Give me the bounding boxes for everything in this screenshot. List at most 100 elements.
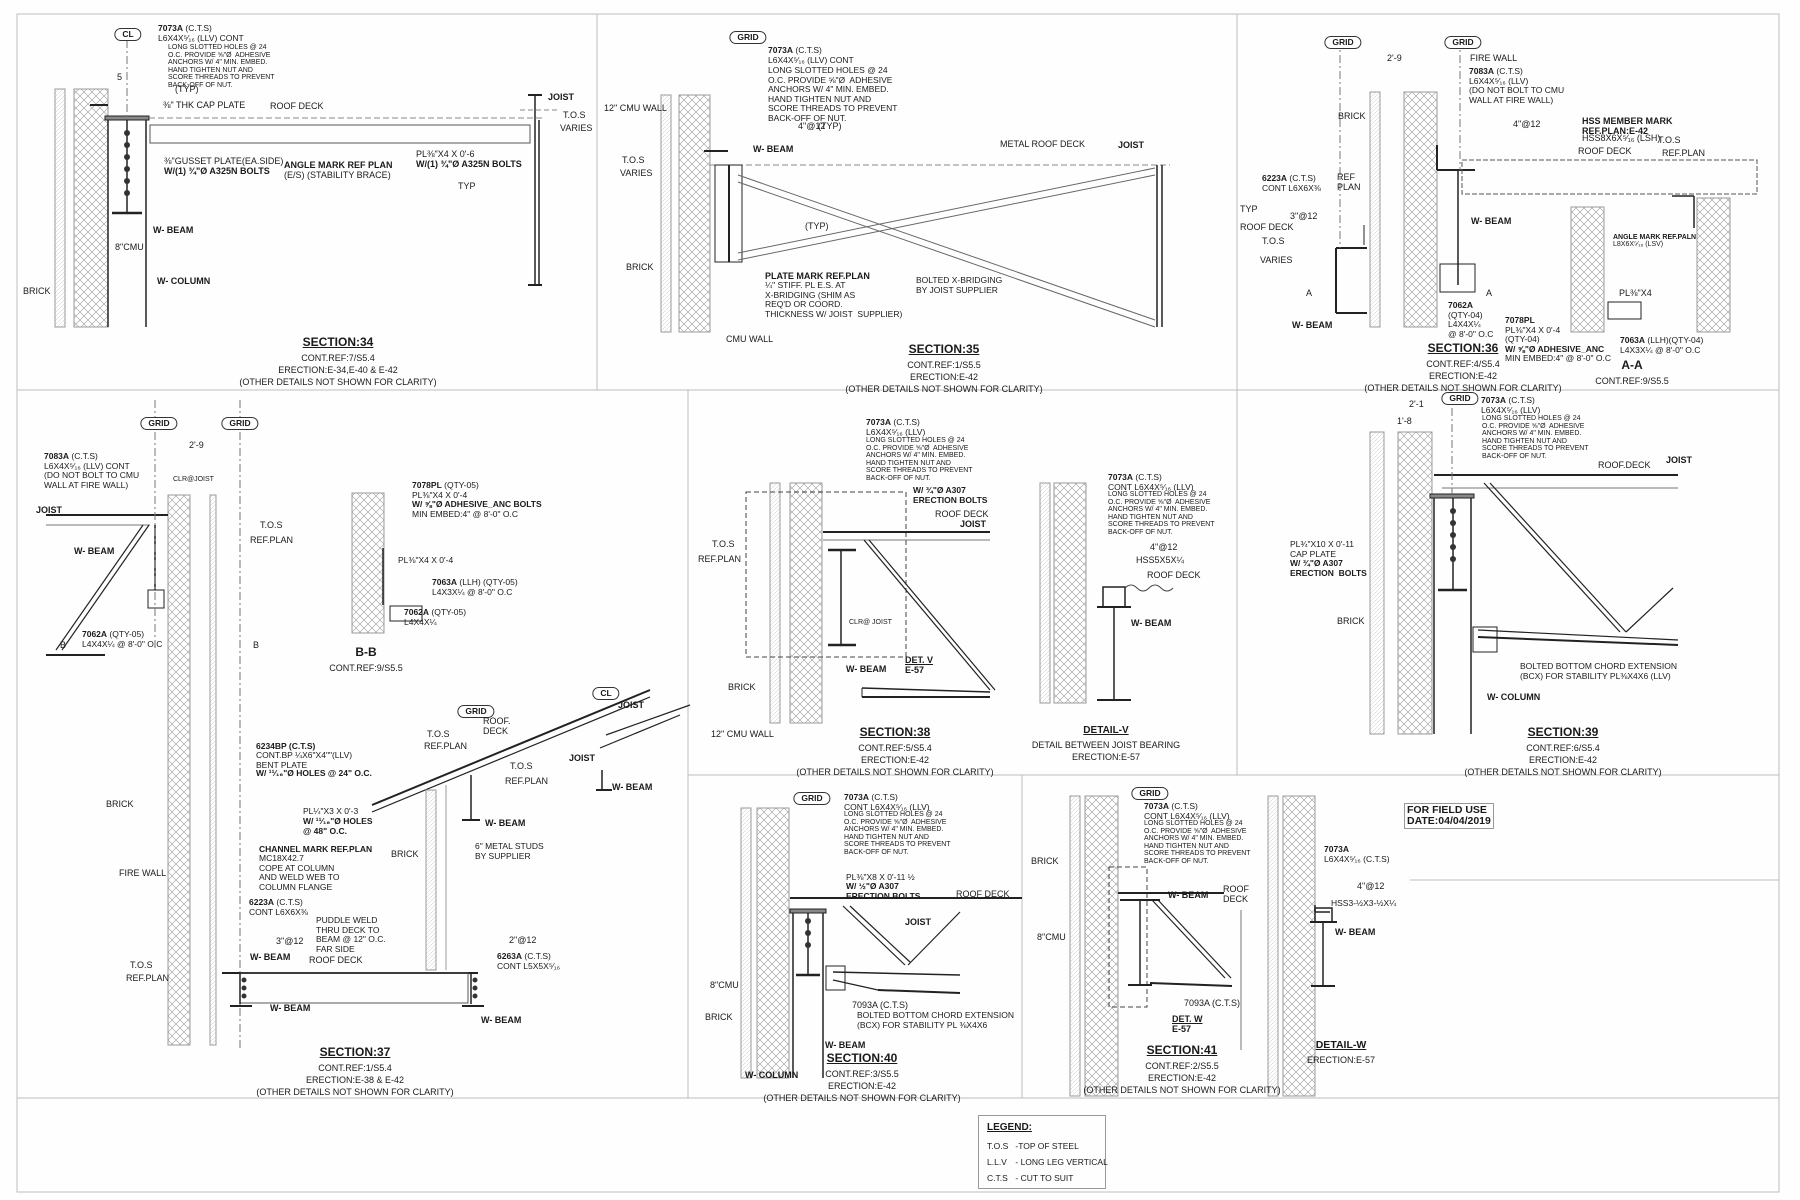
s36-other: (OTHER DETAILS NOT SHOWN FOR CLARITY) [1364,383,1562,393]
s39-cap: PL¾"X10 X 0'-11 CAP PLATE [1290,539,1355,559]
s37-sec-b-right: B [253,640,260,650]
s39-other: (OTHER DETAILS NOT SHOWN FOR CLARITY) [1464,767,1662,777]
s40-title-block: SECTION:40 CONT.REF:3/S5.5 ERECTION:E-42… [763,1051,960,1104]
s34-w-column: W- COLUMN [157,276,211,286]
s37-fire-wall: FIRE WALL [119,868,167,878]
dw-w-beam: W- BEAM [1335,927,1376,937]
s40-mark-note: 7073A (C.T.S)CONT L6X4X⁵⁄₁₆ (LLV) [844,792,930,812]
s34-w-beam: W- BEAM [153,225,194,235]
s36-erection: ERECTION:E-42 [1428,371,1497,381]
s34-mark-note: 7073A (C.T.S)L6X4X⁵⁄₁₆ (LLV) CONT [158,23,244,43]
s39-brick: BRICK [1337,616,1365,626]
s36-mark-note: 7083A (C.T.S)L6X4X⁵⁄₁₆ (LLV) (DO NOT BOL… [1469,66,1565,105]
s34-other: (OTHER DETAILS NOT SHOWN FOR CLARITY) [239,377,437,387]
s41-roof-deck: ROOF DECK [1223,884,1249,904]
s37-joist: JOIST [36,505,63,515]
dv-w-beam: W- BEAM [1131,618,1172,628]
s37-6263: 6263A (C.T.S) CONT L5X5X⁵⁄₁₆ [497,951,561,971]
s37-roof-deck: ROOF DECK [309,955,363,965]
legend-item: L.L.V - LONG LEG VERTICAL [987,1157,1108,1167]
s36-cont-ref: CONT.REF:4/S5.4 [1426,359,1500,369]
s38-w-beam: W- BEAM [846,664,887,674]
s37-joist-2: JOIST [569,753,596,763]
legend-box: LEGEND: T.O.S -TOP OF STEEL L.L.V - LONG… [978,1115,1108,1189]
section-39-linework [1369,392,1679,735]
s38-cont-ref: CONT.REF:5/S5.4 [858,743,932,753]
s37-tos: T.O.S [260,520,283,530]
dw-sub: ERECTION:E-57 [1306,1055,1376,1065]
legend-title: LEGEND: [987,1122,1032,1133]
s40-erection: ERECTION:E-42 [827,1081,896,1091]
s41-mark-note: 7073A (C.T.S)CONT L6X4X⁵⁄₁₆ (LLV) [1144,801,1230,821]
dv-title-block: DETAIL-V DETAIL BETWEEN JOIST BEARING ER… [1032,725,1180,763]
s39-roof-deck: ROOF.DECK [1598,460,1651,470]
s40-cont-ref: CONT.REF:3/S5.5 [825,1069,899,1079]
s34-typ-weld: TYP [458,181,476,191]
s37-puddle: PUDDLE WELD THRU DECK TO BEAM @ 12" O.C.… [316,915,386,954]
s40-title: SECTION:40 [826,1051,898,1065]
s36-fire-wall: FIRE WALL [1470,53,1518,63]
dw-title-block: DETAIL-W ERECTION:E-57 [1307,1039,1375,1066]
dw-title: DETAIL-W [1315,1039,1367,1051]
s36-title-block: SECTION:36 CONT.REF:4/S5.4 ERECTION:E-42… [1364,341,1561,394]
dv-sub2: ERECTION:E-57 [1071,752,1141,762]
s38-bolts: W/ ¾"Ø A307 ERECTION BOLTS [913,485,988,505]
s38-clr: CLR@ JOIST [849,619,892,626]
s36-brick: BRICK [1338,111,1366,121]
grid-bubble-36-right: GRID [1444,36,1482,49]
s36-tos-l: T.O.S [1262,236,1285,246]
s37-weld-3-12: 3"@12 [276,936,304,946]
s37-w-beam-4: W- BEAM [250,952,291,962]
s36-w-beam-r: W- BEAM [1471,216,1512,226]
s40-brick: BRICK [705,1012,733,1022]
s39-bcx: BOLTED BOTTOM CHORD EXTENSION (BCX) FOR … [1520,661,1677,681]
s36-cont-angle: 6223A (C.T.S)CONT L6X6X⅜ [1262,173,1321,193]
bb-pl: PL⅜"X4 X 0'-4 [398,555,454,565]
s36-w-beam-l: W- BEAM [1292,320,1333,330]
s35-brick: BRICK [626,262,654,272]
s40-other: (OTHER DETAILS NOT SHOWN FOR CLARITY) [763,1093,961,1103]
s37-tos-2: T.O.S [510,761,533,771]
s37-weld-2-12: 2"@12 [509,935,537,945]
s38-joist: JOIST [960,519,987,529]
dv-anchor-note: LONG SLOTTED HOLES @ 24 O.C. PROVIDE ⅝"Ø… [1108,491,1215,536]
s35-mark-note: 7073A (C.T.S)L6X4X⁵⁄₁₆ (LLV) CONT [768,45,854,65]
s36-varies: VARIES [1260,255,1293,265]
s37-w-beam-5: W- BEAM [270,1003,311,1013]
s37-other: (OTHER DETAILS NOT SHOWN FOR CLARITY) [256,1087,454,1097]
s37-joist-3: JOIST [618,700,645,710]
legend-item: C.T.S - CUT TO SUIT [987,1173,1074,1183]
grid-bubble-37-left: GRID [140,417,178,430]
section-35-linework [520,94,1170,333]
s36-roof-deck: ROOF DECK [1578,146,1632,156]
s34-erection: ERECTION:E-34,E-40 & E-42 [278,365,398,375]
s37-ref-plan-2: REF.PLAN [505,776,549,786]
dv-mark-note: 7073A (C.T.S)CONT L6X4X⁵⁄₁₆ (LLV) [1108,472,1194,492]
s37-ref-plan-1: REF.PLAN [424,741,468,751]
section-37-linework [46,400,691,1050]
cl-bubble-34: CL [114,28,142,41]
s34-title: SECTION:34 [302,335,374,349]
s37-bent-note: CONT.BP ¼X6"X4""(LLV) BENT PLATE [256,750,353,770]
bb-7062: 7062A (QTY-05) L4X4X¼ [404,607,467,627]
s39-dim-a: 2'-1 [1409,399,1424,409]
s35-title-block: SECTION:35 CONT.REF:1/S5.5 ERECTION:E-42… [845,342,1042,395]
s35-other: (OTHER DETAILS NOT SHOWN FOR CLARITY) [845,384,1043,394]
s36-roof-deck-l: ROOF DECK [1240,222,1294,232]
s37-erection: ERECTION:E-38 & E-42 [305,1075,405,1085]
dv-sub1: DETAIL BETWEEN JOIST BEARING [1031,740,1181,750]
grid-bubble-37-right: GRID [221,417,259,430]
s35-bridging: BOLTED X-BRIDGING BY JOIST SUPPLIER [916,275,1003,295]
s35-joist: JOIST [1118,140,1145,150]
s35-anchor-note: LONG SLOTTED HOLES @ 24 O.C. PROVIDE ⅝"Ø… [768,65,898,123]
s41-brick: BRICK [1031,856,1059,866]
s37-title: SECTION:37 [319,1045,391,1059]
s35-title: SECTION:35 [908,342,980,356]
s34-cap-plate: ⅜" THK CAP PLATE [163,100,246,110]
section-36-linework [1335,39,1758,333]
legend-item: T.O.S -TOP OF STEEL [987,1141,1079,1151]
s36-ref-plan: REF.PLAN [1662,148,1706,158]
s35-weld-4-12: 4"@12 [798,121,826,131]
bb-7063: 7063A (LLH) (QTY-05) L4X3X¼ @ 8'-0" O.C [432,577,518,597]
s41-title-block: SECTION:41 CONT.REF:2/S5.5 ERECTION:E-42… [1083,1043,1280,1096]
